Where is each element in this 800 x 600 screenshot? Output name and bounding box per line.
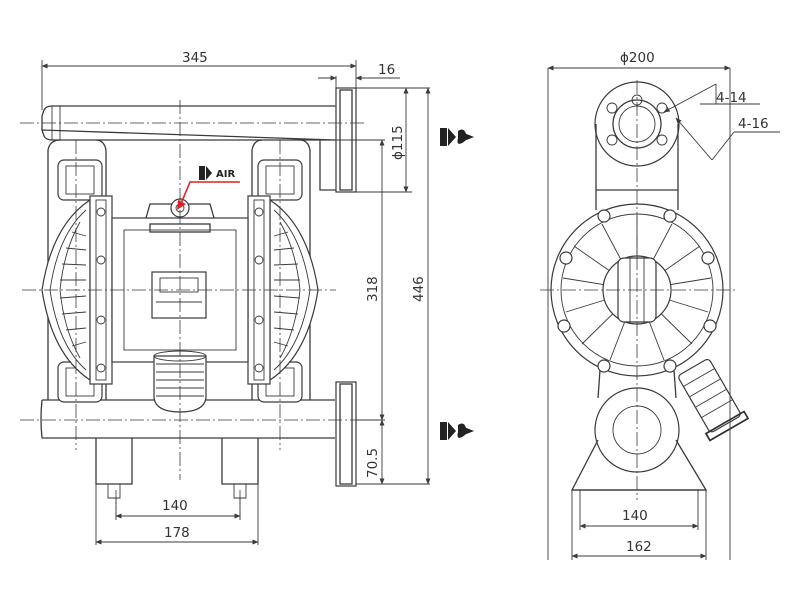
dim-side-diameter: ϕ200 xyxy=(620,50,655,66)
front-view: AIR 345 16 ϕ115 318 446 70.5 140 178 xyxy=(20,50,474,545)
air-inlet-icon xyxy=(199,166,212,180)
dim-holes-side: 4-16 xyxy=(738,116,769,132)
dim-flange-diameter: ϕ115 xyxy=(390,125,406,160)
dim-holes-top: 4-14 xyxy=(716,90,747,106)
dim-foot-outer: 178 xyxy=(164,525,190,541)
air-label: AIR xyxy=(216,169,235,180)
dim-flange-thickness: 16 xyxy=(378,62,395,78)
side-muffler xyxy=(678,358,750,442)
fluid-inlet-icon xyxy=(440,422,474,440)
side-view: ϕ200 4-14 4-16 140 162 xyxy=(540,50,780,560)
inlet-flange xyxy=(335,381,357,487)
center-plate xyxy=(151,271,207,319)
dim-side-foot-outer: 162 xyxy=(626,539,652,555)
air-arrow xyxy=(179,181,240,207)
dim-overall-height: 446 xyxy=(411,276,427,302)
dim-port-distance: 318 xyxy=(365,276,381,302)
dim-base-to-outlet: 70.5 xyxy=(365,448,381,478)
dim-foot-inner: 140 xyxy=(162,498,188,514)
dim-overall-width: 345 xyxy=(182,50,208,66)
fluid-outlet-icon xyxy=(440,128,474,146)
dim-side-foot-inner: 140 xyxy=(622,508,648,524)
